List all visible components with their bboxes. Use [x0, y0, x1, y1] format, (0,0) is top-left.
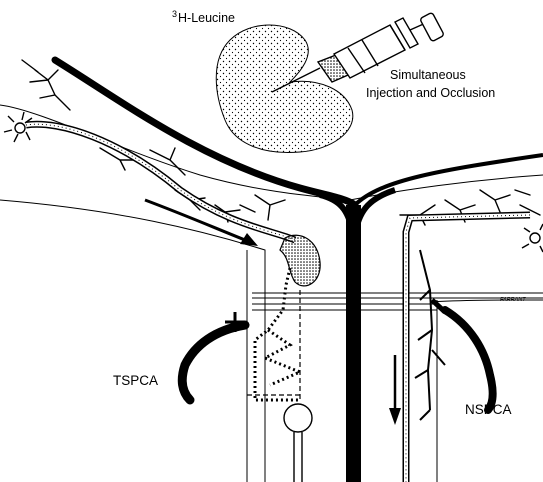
procedure-label-line1: Simultaneous — [390, 68, 466, 82]
central-trunk — [346, 205, 361, 482]
motor-neuron-soma — [284, 404, 312, 482]
tracer-label: H-Leucine — [178, 11, 235, 25]
transport-arrow-right — [389, 355, 401, 425]
nspca-label: NSPCA — [465, 402, 512, 417]
tspca-vessel — [182, 325, 245, 400]
dotted-axon-branches — [255, 268, 300, 400]
right-stippled-axon — [406, 215, 530, 482]
right-neuron-cell-body — [522, 224, 543, 252]
procedure-label-line2: Injection and Occlusion — [366, 86, 495, 100]
axon-terminal-blob — [280, 235, 320, 286]
tspca-label: TSPCA — [113, 373, 158, 388]
nspca-vessel — [445, 310, 493, 410]
tracer-label-superscript: 3 — [172, 9, 177, 19]
right-branching-vessel — [415, 250, 445, 420]
injection-site-blob — [216, 25, 353, 153]
brain-surface-outline — [0, 200, 265, 482]
artist-signature: FARRANT — [500, 297, 526, 303]
spinal-cord-outline-right — [430, 300, 543, 302]
